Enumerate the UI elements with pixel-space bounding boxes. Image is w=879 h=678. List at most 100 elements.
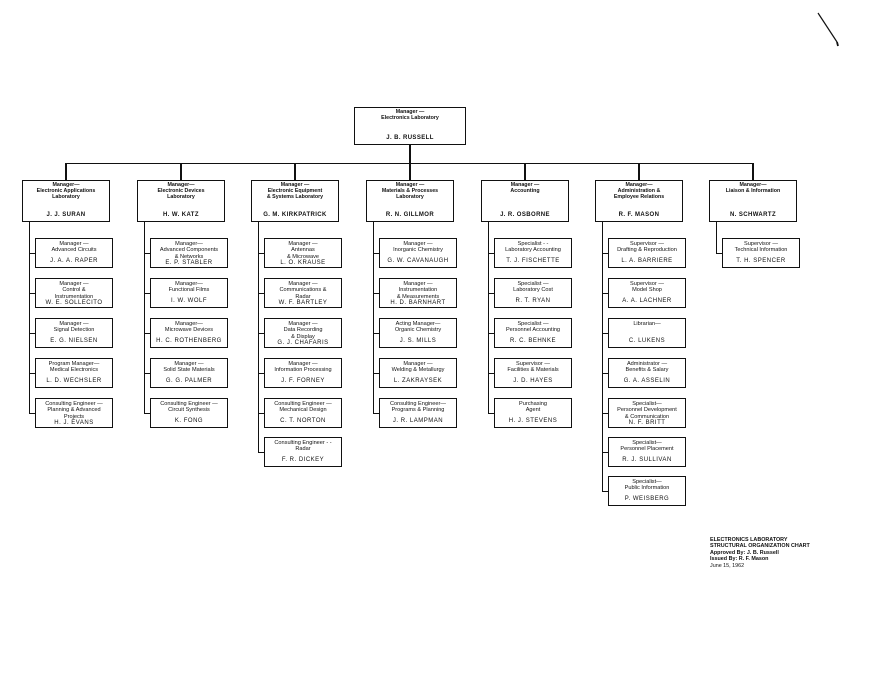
- sub-box-5-3-title: Administrator — Benefits & Salary: [625, 361, 669, 374]
- dept-drop-3: [409, 163, 411, 180]
- sub-box-0-1-title: Manager — Control & Instrumentation: [54, 281, 94, 300]
- sub-box-6-0-name: T. H. SPENCER: [736, 258, 786, 265]
- sub-box-4-3-title: Supervisor — Facilities & Materials: [507, 361, 559, 374]
- sub-connector-3-1: [373, 293, 380, 295]
- dept-drop-2: [294, 163, 296, 180]
- sub-box-5-0-title: Supervisor — Drafting & Reproduction: [617, 241, 677, 254]
- sub-box-0-2: Manager — Signal Detection E. G. NIELSEN: [35, 318, 113, 348]
- department-box-1-name: H. W. KATZ: [163, 212, 199, 219]
- sub-box-0-4-title: Consulting Engineer — Planning & Advance…: [45, 401, 103, 420]
- sub-box-1-0-name: E. P. STABLER: [165, 259, 213, 266]
- sub-connector-2-1: [258, 293, 265, 295]
- sub-connector-0-4: [29, 413, 36, 415]
- sub-connector-5-1: [602, 293, 609, 295]
- sub-box-5-2-title: Librarian—: [633, 321, 661, 327]
- sub-connector-1-1: [144, 293, 151, 295]
- sub-box-5-1-name: A. A. LACHNER: [622, 298, 672, 305]
- sub-box-0-3-name: L. D. WECHSLER: [46, 378, 102, 385]
- caption-issued: Issued By: R. F. Mason: [710, 556, 769, 563]
- department-box-0-name: J. J. SURAN: [46, 212, 86, 219]
- sub-connector-0-3: [29, 373, 36, 375]
- dept-spine-4: [488, 222, 490, 413]
- sub-box-2-3-name: J. F. FORNEY: [281, 378, 325, 385]
- sub-box-2-4-name: C. T. NORTON: [280, 418, 326, 425]
- department-box-0-title: Manager— Electronic Applications Laborat…: [36, 182, 96, 200]
- sub-connector-3-0: [373, 253, 380, 255]
- dept-spine-1: [144, 222, 146, 413]
- sub-box-5-4-title: Specialist— Personnel Development & Comm…: [617, 401, 677, 420]
- sub-box-1-1-title: Manager— Functional Films: [168, 281, 210, 294]
- sub-box-0-1-name: W. E. SOLLECITO: [45, 299, 103, 306]
- sub-box-3-1-title: Manager — Instrumentation & Measurements: [396, 281, 440, 300]
- sub-box-2-5-name: F. R. DICKEY: [281, 457, 325, 464]
- sub-connector-1-4: [144, 413, 151, 415]
- sub-box-5-5-title: Specialist— Personnel Placement: [620, 440, 674, 453]
- dept-spine-3: [373, 222, 375, 413]
- sub-connector-6-0: [716, 253, 723, 255]
- sub-box-0-4-name: H. J. EVANS: [54, 419, 94, 426]
- sub-box-3-0-name: G. W. CAVANAUGH: [387, 258, 449, 265]
- sub-box-4-0-title: Specialist - - Laboratory Accounting: [505, 241, 561, 254]
- sub-box-3-2-title: Acting Manager— Organic Chemistry: [394, 321, 442, 334]
- sub-connector-1-0: [144, 253, 151, 255]
- sub-box-2-1-title: Manager — Communications & Radar: [279, 281, 327, 300]
- dept-spine-5: [602, 222, 604, 491]
- sub-box-2-2-title: Manager — Data Recording & Display: [283, 321, 323, 340]
- sub-box-3-3-name: L. ZAKRAYSEK: [393, 378, 443, 385]
- sub-box-2-5-title: Consulting Engineer - - Radar: [274, 440, 332, 453]
- sub-connector-0-2: [29, 333, 36, 335]
- sub-box-1-3-name: G. G. PALMER: [165, 378, 213, 385]
- sub-box-3-4: Consulting Engineer— Programs & Planning…: [379, 398, 457, 428]
- caption-date: June 15, 1962: [710, 562, 745, 569]
- sub-box-4-1-title: Specialist — Laboratory Cost: [513, 281, 553, 294]
- chart-caption: ELECTRONICS LABORATORY STRUCTURAL ORGANI…: [710, 537, 810, 569]
- sub-box-3-3-title: Manager — Welding & Metallurgy: [391, 361, 445, 374]
- trunk-connector: [409, 145, 411, 163]
- sub-connector-5-3: [602, 373, 609, 375]
- dept-spine-2: [258, 222, 260, 452]
- sub-box-4-4-title: Purchasing Agent: [519, 401, 547, 414]
- sub-box-3-3: Manager — Welding & Metallurgy L. ZAKRAYS…: [379, 358, 457, 388]
- sub-box-3-0: Manager — Inorganic Chemistry G. W. CAVAN…: [379, 238, 457, 268]
- department-box-5-title: Manager— Administration & Employee Relat…: [613, 182, 665, 200]
- sub-connector-3-3: [373, 373, 380, 375]
- sub-box-2-0-title: Manager — Antennas & Microwave: [286, 241, 320, 260]
- dept-drop-5: [638, 163, 640, 180]
- sub-box-4-3-name: J. D. HAYES: [513, 378, 553, 385]
- department-box-2-title: Manager — Electronic Equipment & Systems…: [266, 182, 324, 200]
- department-box-5: Manager— Administration & Employee Relat…: [595, 180, 683, 222]
- sub-box-5-4: Specialist— Personnel Development & Comm…: [608, 398, 686, 428]
- sub-box-3-1: Manager — Instrumentation & Measurements…: [379, 278, 457, 308]
- sub-box-0-0-title: Manager — Advanced Circuits: [51, 241, 97, 254]
- dept-drop-0: [65, 163, 67, 180]
- sub-connector-1-2: [144, 333, 151, 335]
- sub-connector-2-4: [258, 413, 265, 415]
- dept-spine-0: [29, 222, 31, 413]
- sub-box-5-0-name: L. A. BARRIERE: [621, 258, 673, 265]
- sub-box-0-2-name: E. G. NIELSEN: [50, 338, 98, 345]
- sub-connector-3-2: [373, 333, 380, 335]
- sub-box-0-2-title: Manager — Signal Detection: [53, 321, 95, 334]
- sub-box-1-4-title: Consulting Engineer — Circuit Synthesis: [160, 401, 218, 414]
- sub-connector-5-2: [602, 333, 609, 335]
- sub-connector-4-1: [488, 293, 495, 295]
- department-box-6-name: N. SCHWARTZ: [729, 212, 777, 219]
- sub-box-3-0-title: Manager — Inorganic Chemistry: [393, 241, 443, 254]
